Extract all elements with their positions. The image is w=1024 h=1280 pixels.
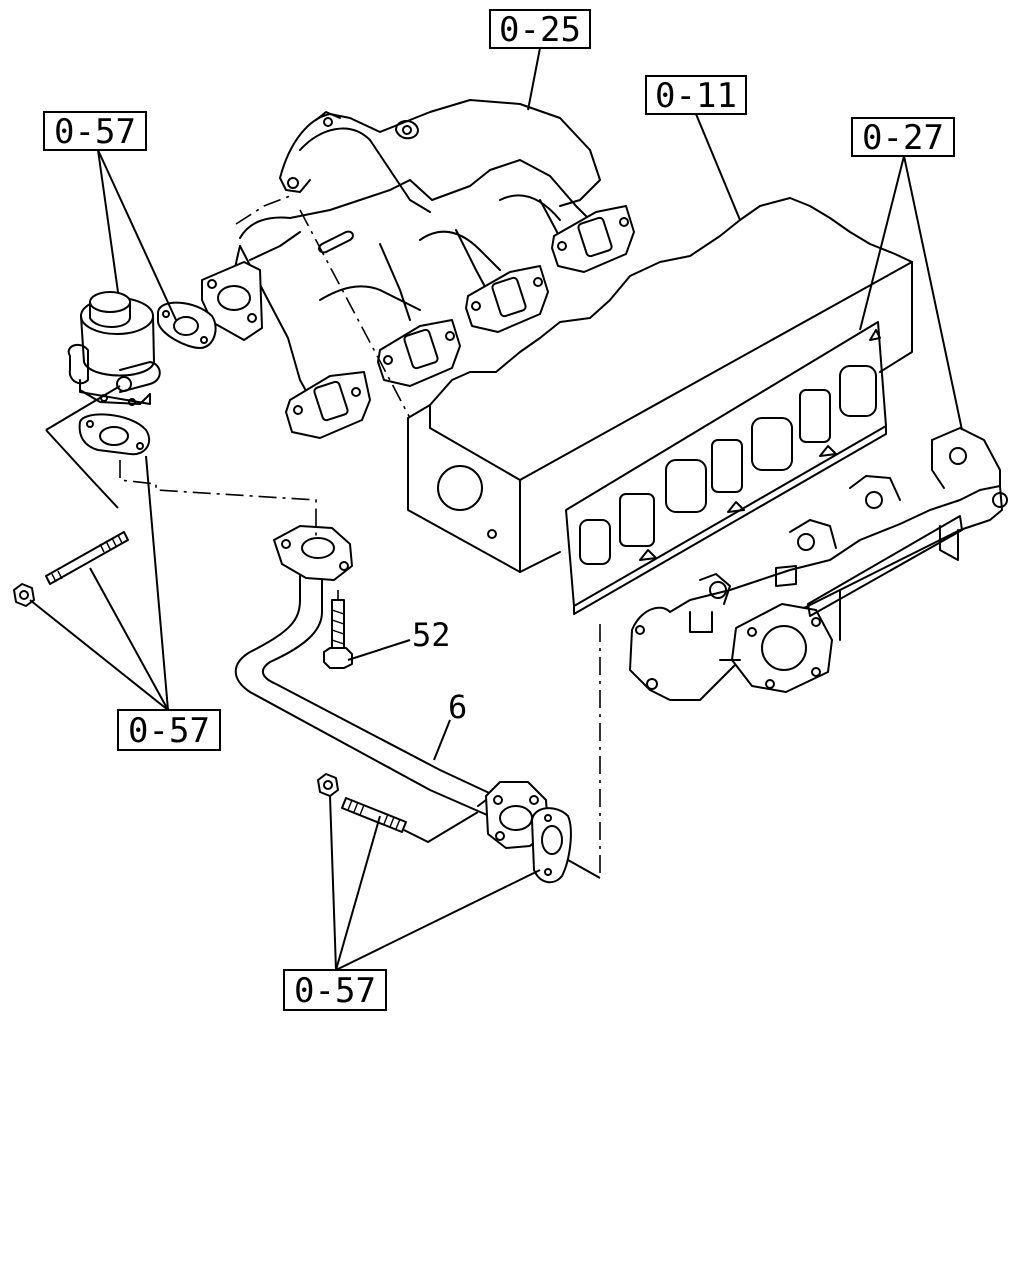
callout-egr-valve[interactable]: 0-57 bbox=[43, 111, 147, 152]
exhaust-manifold-illustration bbox=[629, 427, 1008, 701]
callout-exhaust-manifold[interactable]: 0-27 bbox=[851, 117, 955, 158]
egr-pipe-gasket bbox=[531, 807, 572, 884]
egr-valve-studs bbox=[13, 531, 129, 607]
callout-cylinder-head[interactable]: 0-11 bbox=[645, 75, 747, 116]
assembly-lines bbox=[45, 209, 601, 879]
callout-intake-manifold[interactable]: 0-25 bbox=[489, 9, 591, 50]
egr-valve-illustration bbox=[67, 291, 161, 406]
callout-egr-valve-label: 0-57 bbox=[54, 112, 136, 152]
part-number-bolt[interactable]: 52 bbox=[412, 616, 451, 654]
callout-pipe-fasteners[interactable]: 0-57 bbox=[283, 969, 387, 1011]
callout-egr-fasteners-label: 0-57 bbox=[128, 711, 210, 751]
callout-cylinder-head-label: 0-11 bbox=[655, 76, 737, 116]
callout-exhaust-manifold-label: 0-27 bbox=[862, 118, 944, 158]
callout-intake-manifold-label: 0-25 bbox=[499, 10, 581, 50]
part-number-egr-pipe[interactable]: 6 bbox=[448, 688, 467, 726]
leader-lines bbox=[29, 47, 963, 971]
egr-pipe-studs bbox=[317, 773, 407, 833]
egr-valve-gasket-lower bbox=[78, 413, 151, 456]
callout-pipe-fasteners-label: 0-57 bbox=[294, 971, 376, 1011]
intake-manifold-illustration bbox=[201, 99, 635, 439]
egr-pipe-illustration bbox=[234, 525, 549, 849]
bolt-52-illustration bbox=[323, 599, 353, 669]
callout-egr-fasteners[interactable]: 0-57 bbox=[117, 709, 221, 751]
exhaust-gasket-illustration bbox=[565, 321, 887, 615]
cylinder-head-illustration bbox=[407, 197, 913, 573]
